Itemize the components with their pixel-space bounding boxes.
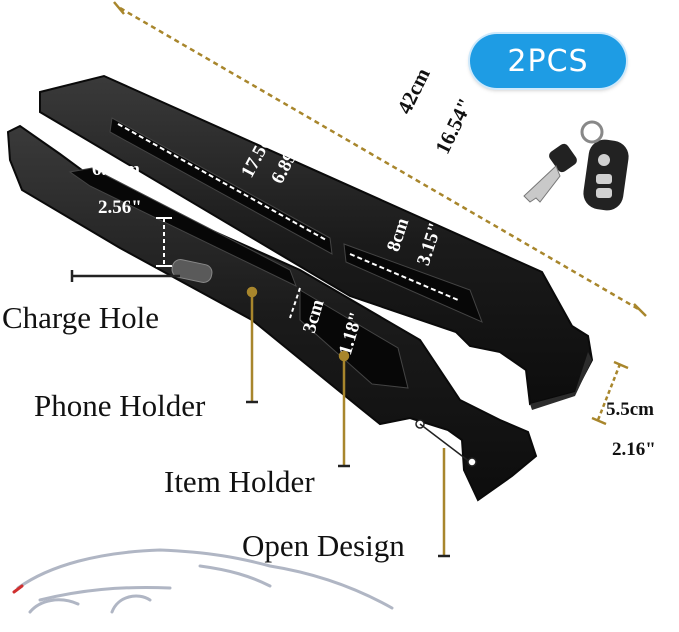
open-design-label: Open Design: [242, 528, 405, 563]
item-holder-label: Item Holder: [164, 464, 315, 499]
white-dimension-marks: [117, 123, 459, 319]
phone-holder-label: Phone Holder: [34, 388, 206, 423]
car-silhouette-icon: [12, 548, 394, 614]
phone-holder-cm: 6.5cm: [92, 159, 141, 180]
height-in: 2.16": [612, 439, 656, 460]
quantity-badge: 2PCS: [470, 34, 626, 88]
phone-holder-in: 2.56": [98, 197, 142, 218]
organizer-front: [6, 124, 538, 502]
charge-hole-label: Charge Hole: [2, 300, 159, 335]
callout-leaders: [70, 270, 629, 558]
overall-length-line: [113, 1, 647, 317]
height-cm: 5.5cm: [606, 399, 655, 420]
car-key-icon: [523, 120, 629, 211]
